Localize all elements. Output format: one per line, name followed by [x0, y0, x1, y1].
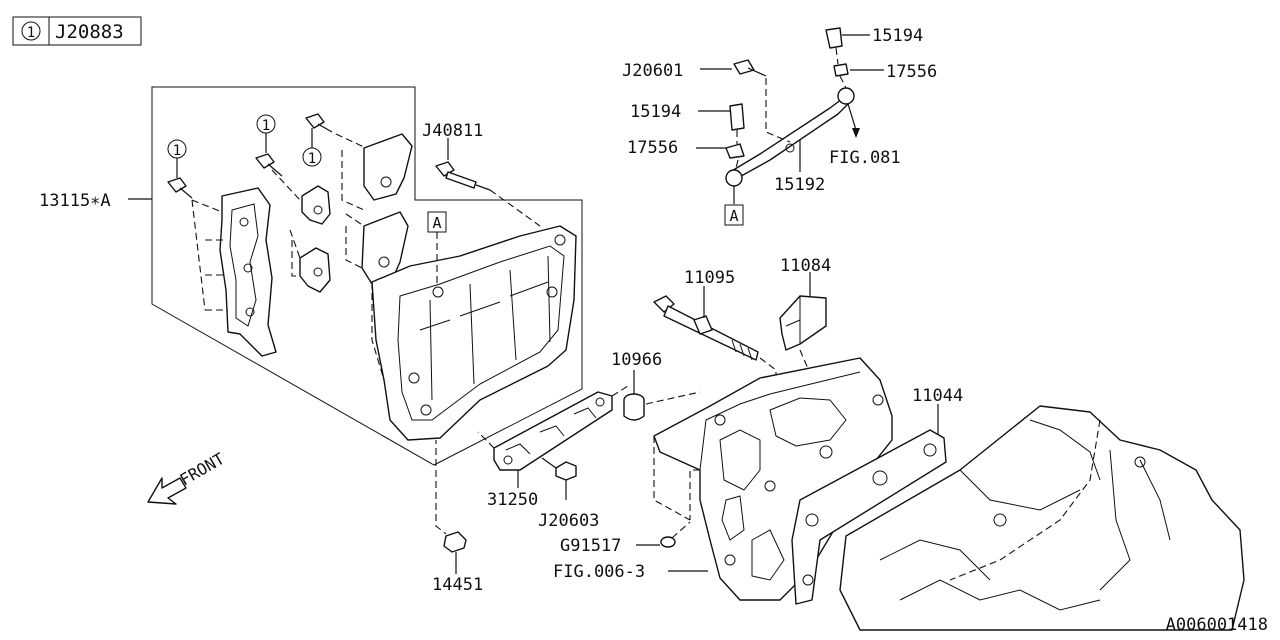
label-15192: 15192 — [774, 175, 825, 195]
oil-pipe-assembly — [725, 27, 860, 187]
label-13115a: 13115∗A — [39, 191, 111, 211]
label-j40811: J40811 — [422, 121, 483, 141]
svg-text:1: 1 — [308, 151, 316, 167]
label-10966: 10966 — [611, 350, 662, 370]
cam-cap-middle — [271, 169, 331, 293]
bolt-right-top: 1 — [302, 113, 333, 167]
part-11084 — [779, 272, 827, 379]
kit-outline — [151, 86, 583, 466]
header-code: J20883 — [55, 21, 124, 43]
seal-g91517 — [636, 521, 691, 548]
plug-10966 — [623, 370, 701, 421]
head-bolt-11095 — [653, 286, 777, 396]
bolt-middle: 1 — [255, 114, 283, 177]
plug-14451 — [435, 470, 467, 574]
label-31250: 31250 — [487, 490, 538, 510]
label-11095: 11095 — [684, 268, 735, 288]
bolt-left: 1 — [167, 139, 193, 199]
label-17556-mid: 17556 — [627, 138, 678, 158]
ref-a-box-upper: A — [724, 186, 744, 226]
svg-text:A: A — [432, 214, 441, 232]
bracket-31250 — [477, 385, 629, 488]
label-j20601: J20601 — [622, 61, 683, 81]
front-label: FRONT — [177, 449, 229, 490]
diagram-id: A006001418 — [1166, 615, 1268, 635]
front-arrow: FRONT — [147, 449, 229, 505]
label-j20603: J20603 — [538, 511, 599, 531]
label-11084: 11084 — [780, 256, 831, 276]
svg-text:1: 1 — [173, 143, 181, 159]
label-fig081: FIG.081 — [829, 148, 901, 168]
label-15194-top: 15194 — [872, 26, 923, 46]
cylinder-head-left — [371, 225, 577, 466]
label-17556-top: 17556 — [886, 62, 937, 82]
label-15194-mid: 15194 — [630, 102, 681, 122]
label-g91517: G91517 — [560, 536, 621, 556]
label-14451: 14451 — [432, 575, 483, 595]
gasket-11044 — [791, 404, 947, 605]
cam-bracket-part — [191, 187, 277, 357]
header-circle-number: 1 — [27, 25, 35, 41]
header-reference-box: 1 J20883 — [12, 16, 142, 46]
label-fig006-3: FIG.006-3 — [553, 562, 645, 582]
bolt-j40811 — [435, 138, 541, 227]
bolt-j20603 — [541, 457, 577, 500]
svg-text:A: A — [729, 207, 738, 225]
ref-a-box-lower: A — [427, 211, 447, 286]
label-11044: 11044 — [912, 386, 963, 406]
engine-block — [839, 405, 1245, 631]
svg-text:1: 1 — [262, 118, 270, 134]
cylinder-head-right — [653, 357, 893, 601]
cam-cap-right — [335, 133, 413, 285]
